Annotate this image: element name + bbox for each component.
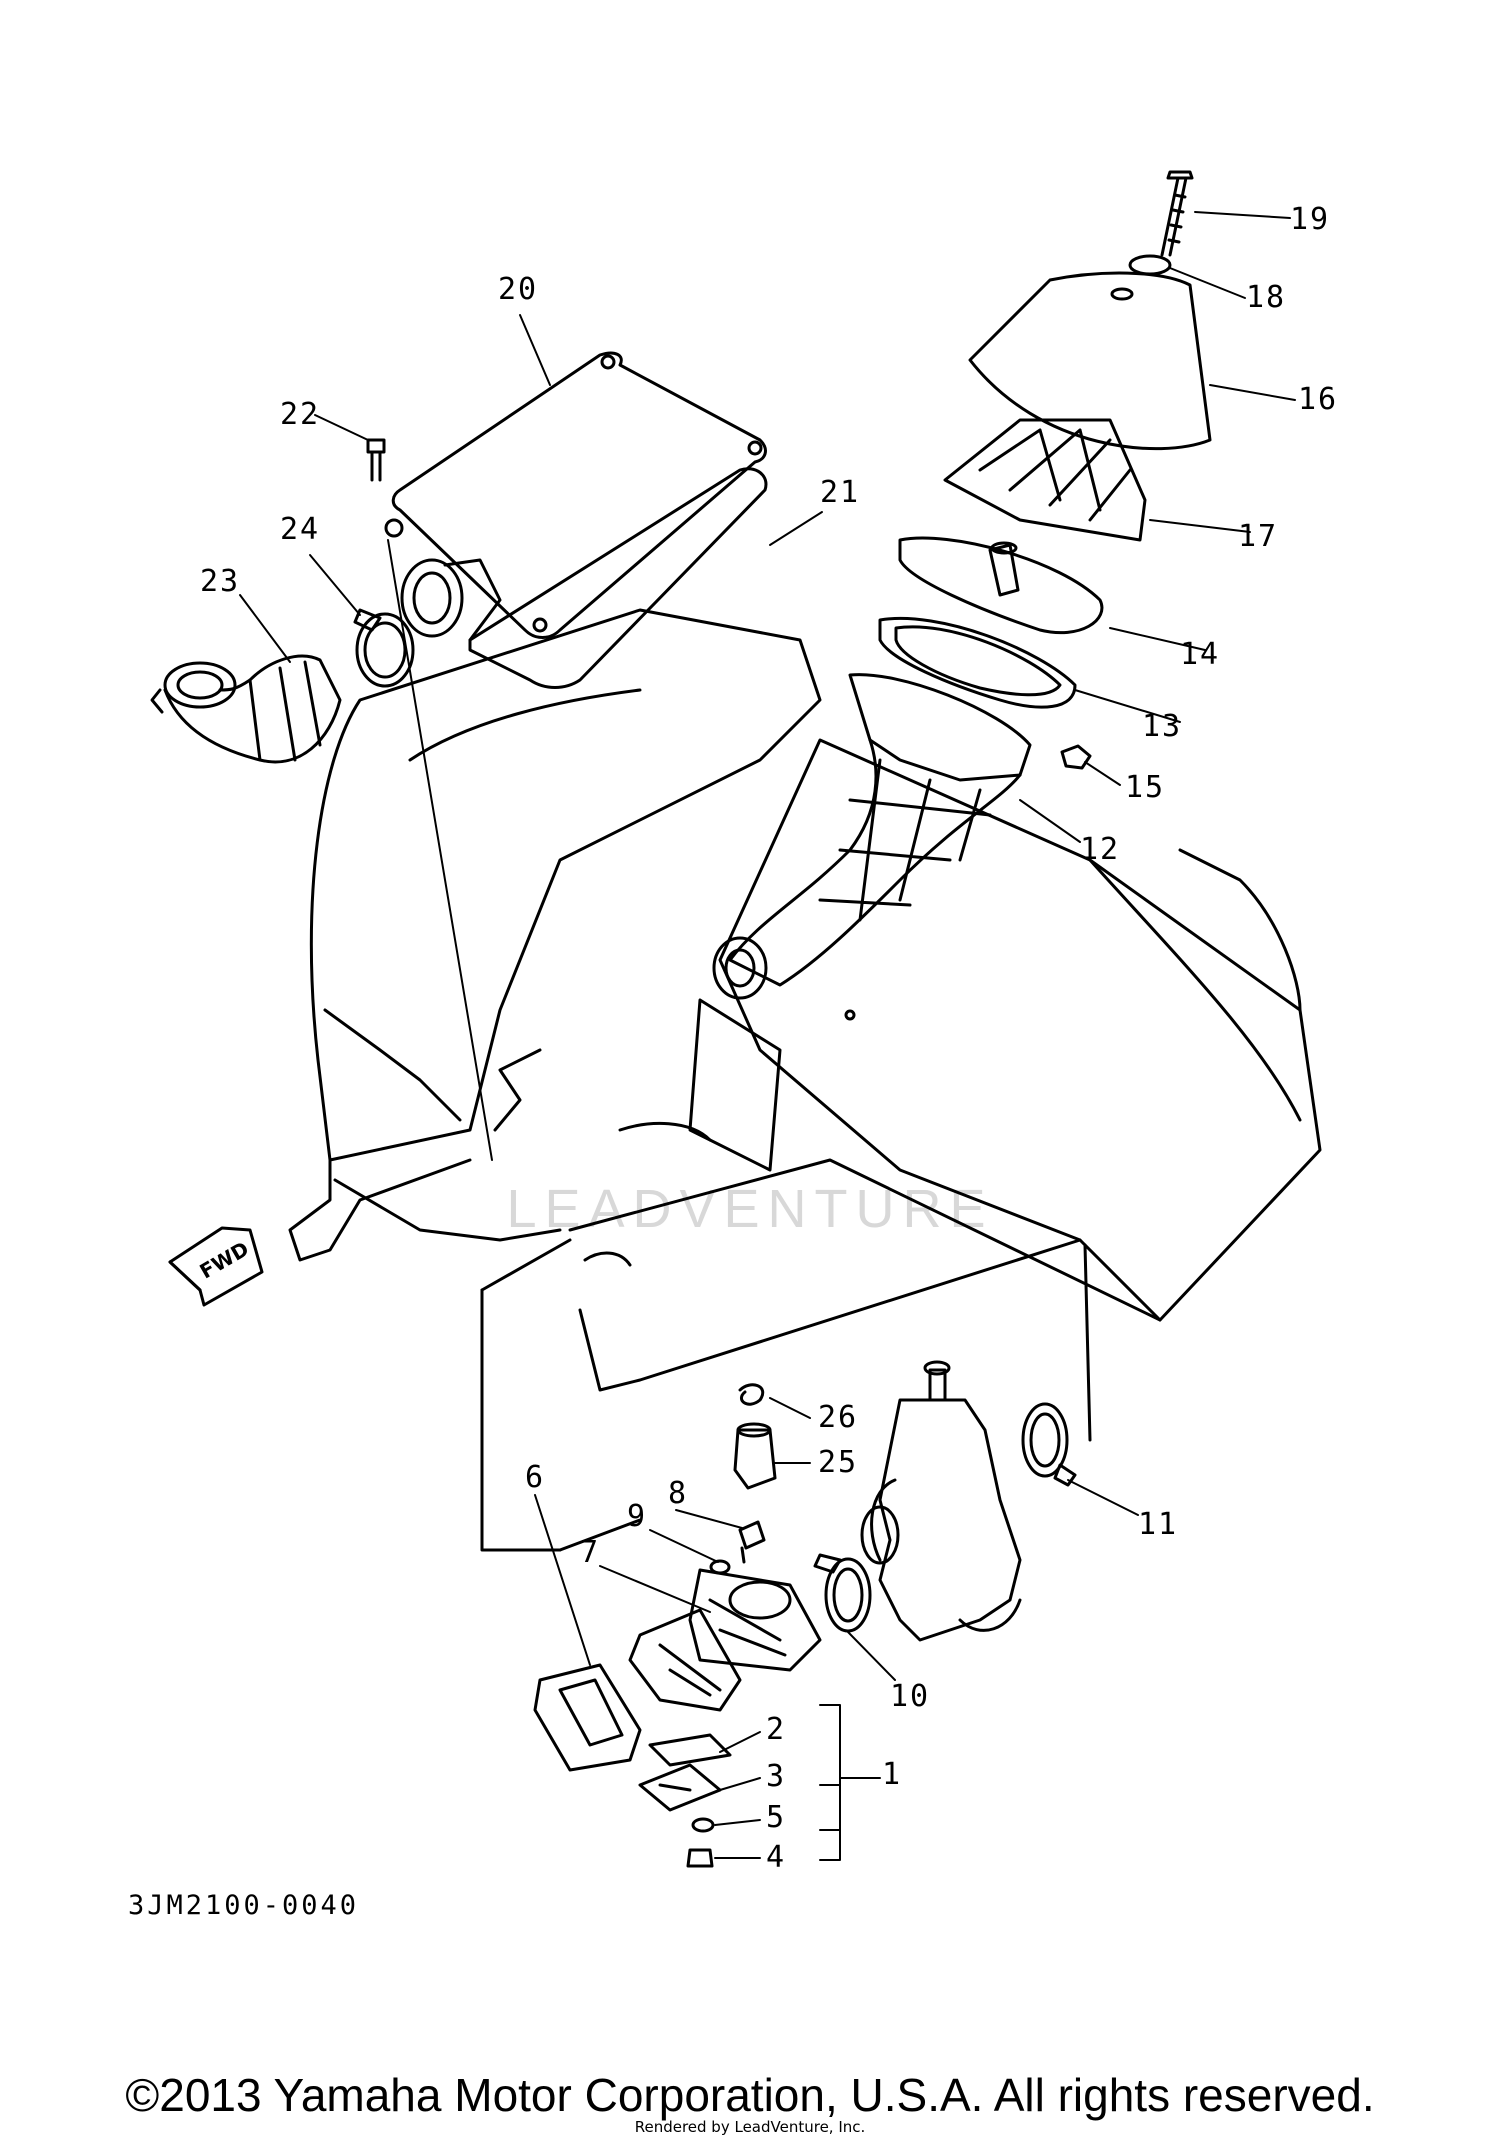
part-5-washer [691, 1817, 715, 1833]
rendered-by-credit: Rendered by LeadVenture, Inc. [634, 2118, 866, 2136]
callout-4: 4 [765, 1840, 787, 1875]
callout-leader-lines [239, 211, 1296, 1859]
copyright-notice: ©2013 Yamaha Motor Corporation, U.S.A. A… [125, 2069, 1375, 2121]
screw-leader-line [387, 539, 493, 1161]
part-20-cover [391, 351, 767, 639]
part-17-arrester-cage [943, 418, 1147, 542]
part-23-elbow-duct [150, 654, 342, 764]
callout-20: 20 [497, 272, 539, 307]
callout-9: 9 [626, 1499, 648, 1534]
callout-15: 15 [1124, 770, 1166, 805]
callout-17: 17 [1237, 519, 1279, 554]
part-19-bolt [1160, 170, 1194, 257]
part-13-gasket [878, 617, 1077, 709]
part-15-nut [1060, 744, 1092, 770]
detail-boundary-lines [480, 1238, 1092, 1552]
part-11-clamp [1021, 1402, 1077, 1487]
callout-26: 26 [817, 1400, 859, 1435]
part-16-cone-cover [968, 271, 1212, 451]
part-6-gasket [533, 1663, 642, 1772]
part-14-flange-plate [898, 536, 1104, 635]
callout-8: 8 [667, 1476, 689, 1511]
callout-22: 22 [279, 397, 321, 432]
callout-23: 23 [199, 564, 241, 599]
forward-direction-arrow [168, 1226, 264, 1307]
callout-2: 2 [765, 1712, 787, 1747]
part-3-reed-stopper [638, 1763, 722, 1812]
callout-7: 7 [579, 1535, 601, 1570]
callout-12: 12 [1079, 832, 1121, 867]
part-13-gasket-inner [894, 625, 1062, 697]
part-2-reed-petal [648, 1733, 732, 1767]
callout-6: 6 [524, 1460, 546, 1495]
callout-11: 11 [1137, 1507, 1179, 1542]
callout-3: 3 [765, 1759, 787, 1794]
part-1-bracket [819, 1704, 881, 1861]
callout-25: 25 [817, 1445, 859, 1480]
callout-24: 24 [279, 512, 321, 547]
callout-13: 13 [1141, 709, 1183, 744]
callout-18: 18 [1245, 280, 1287, 315]
part-21-gasket [468, 467, 768, 689]
part-4-screw [686, 1848, 714, 1868]
callout-1: 1 [881, 1757, 903, 1792]
cover-elbow-spigot [400, 558, 502, 642]
callout-14: 14 [1179, 637, 1221, 672]
carburetor-body [860, 1360, 1022, 1642]
figure-code: 3JM2100-0040 [128, 1890, 360, 1921]
callout-10: 10 [889, 1679, 931, 1714]
part-18-washer [1128, 254, 1172, 276]
callout-21: 21 [819, 475, 861, 510]
part-8-plug [738, 1520, 766, 1564]
callout-16: 16 [1297, 382, 1339, 417]
callout-5: 5 [765, 1800, 787, 1835]
reed-valve-block [628, 1608, 742, 1712]
hull-body [288, 608, 1322, 1392]
part-7-reed-housing [688, 1568, 822, 1672]
callout-19: 19 [1289, 202, 1331, 237]
part-22-screw [366, 438, 404, 538]
part-12-intake-duct [712, 673, 1032, 1000]
watermark-text: LEADVENTURE [506, 1179, 994, 1239]
part-24-hose-clamp [353, 608, 415, 688]
part-10-clamp [813, 1553, 872, 1633]
part-26-clip [738, 1383, 764, 1406]
part-25-hose [733, 1422, 777, 1490]
